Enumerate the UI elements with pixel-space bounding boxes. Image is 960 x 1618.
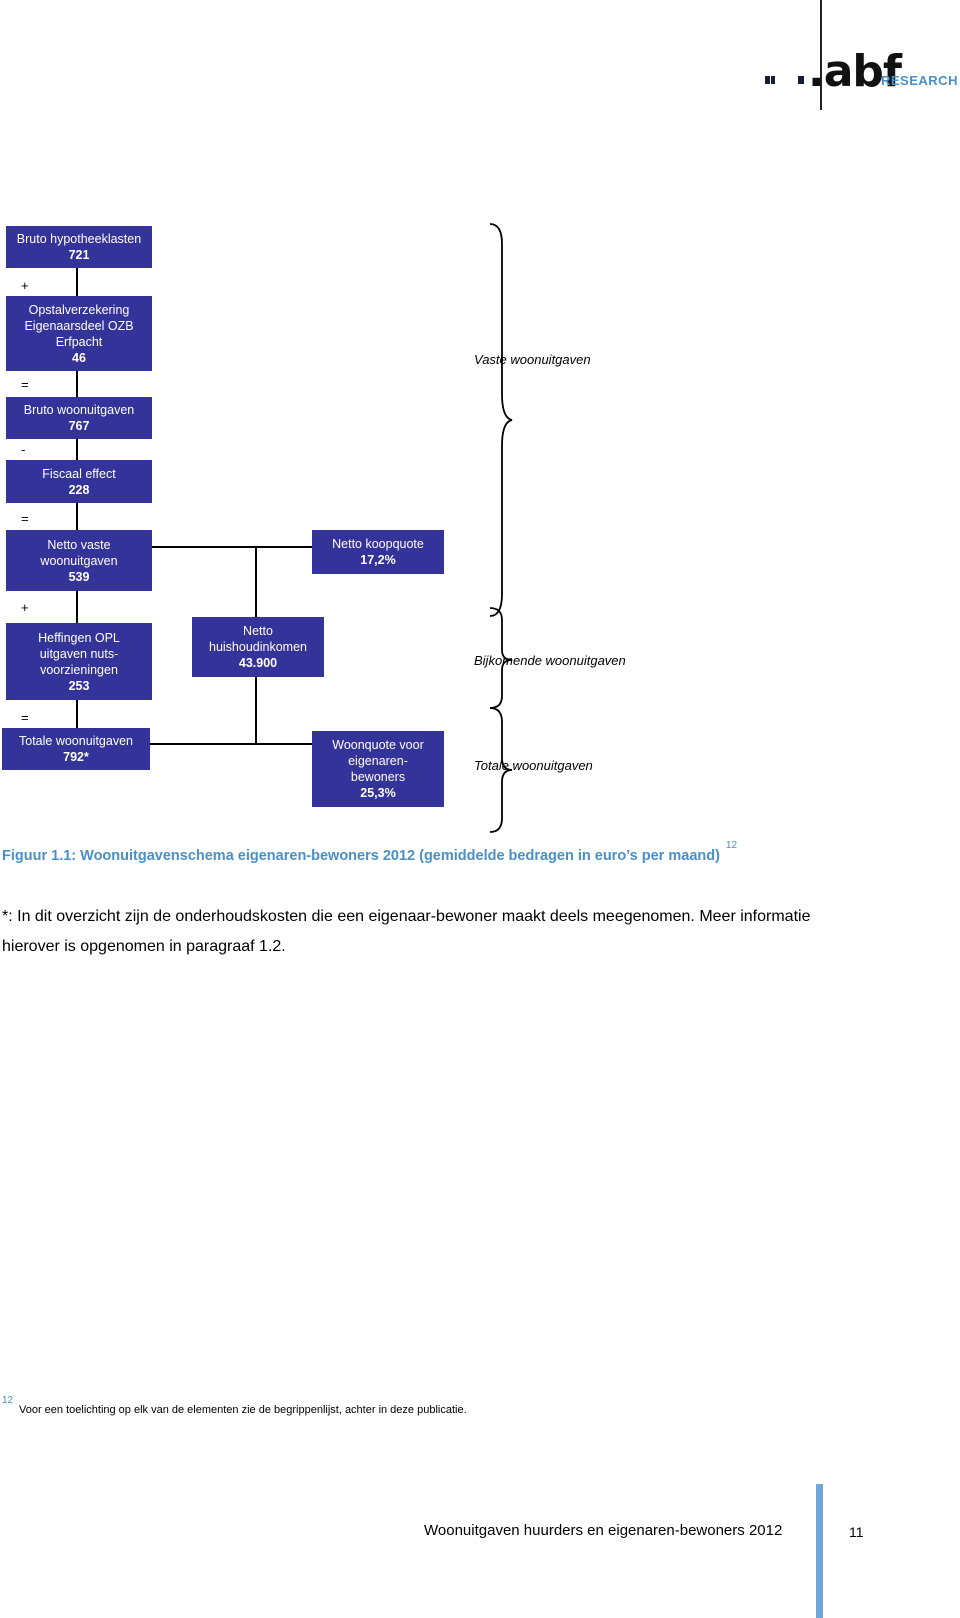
connector-totale-woonquote [150, 743, 312, 745]
box-heffingen: Heffingen OPL uitgaven nuts- voorziening… [6, 623, 152, 700]
box-netto-koopquote: Netto koopquote 17,2% [312, 530, 444, 574]
box-netto-huishoudinkomen: Netto huishoudinkomen 43.900 [192, 617, 324, 677]
label-vaste-woonuitgaven: Vaste woonuitgaven [474, 352, 591, 367]
logo-brand: .abf [808, 46, 902, 97]
operator-equals: = [21, 511, 29, 526]
operator-equals: = [21, 710, 29, 725]
operator-plus: + [21, 600, 29, 615]
brace-totale-icon [489, 707, 513, 833]
box-netto-vaste-woonuitgaven: Netto vaste woonuitgaven 539 [6, 530, 152, 591]
logo-divider [820, 0, 822, 110]
box-bruto-woonuitgaven: Bruto woonuitgaven 767 [6, 397, 152, 439]
operator-minus: - [21, 442, 26, 457]
caption-footnote-ref[interactable]: 12 [725, 840, 738, 851]
brace-bijkomende-icon [489, 607, 513, 709]
label-totale-woonuitgaven: Totale woonuitgaven [474, 758, 593, 773]
figure-caption: Figuur 1.1: Woonuitgavenschema eigenaren… [2, 840, 738, 864]
label-bijkomende-woonuitgaven: Bijkomende woonuitgaven [474, 653, 626, 668]
box-woonquote: Woonquote voor eigenaren- bewoners 25,3% [312, 731, 444, 807]
box-opstal: Opstalverzekering Eigenaarsdeel OZB Erfp… [6, 296, 152, 371]
connector-netto-koopquote [150, 546, 312, 548]
operator-equals: = [21, 377, 29, 392]
note-paragraph: *: In dit overzicht zijn de onderhoudsko… [2, 908, 811, 955]
box-totale-woonuitgaven: Totale woonuitgaven 792* [2, 728, 150, 770]
footnote-number: 12 [2, 1395, 14, 1406]
brace-vaste-icon [489, 223, 513, 617]
operator-plus: + [21, 278, 29, 293]
footer-accent-bar [816, 1484, 823, 1618]
box-bruto-hypotheeklasten: Bruto hypotheeklasten 721 [6, 226, 152, 268]
footer-title: Woonuitgaven huurders en eigenaren-bewon… [424, 1522, 783, 1539]
footnote-text: Voor een toelichting op elk van de eleme… [19, 1404, 467, 1416]
box-fiscaal-effect: Fiscaal effect 228 [6, 460, 152, 503]
logo-research: RESEARCH [881, 73, 958, 88]
page-number: 11 [849, 1524, 864, 1540]
